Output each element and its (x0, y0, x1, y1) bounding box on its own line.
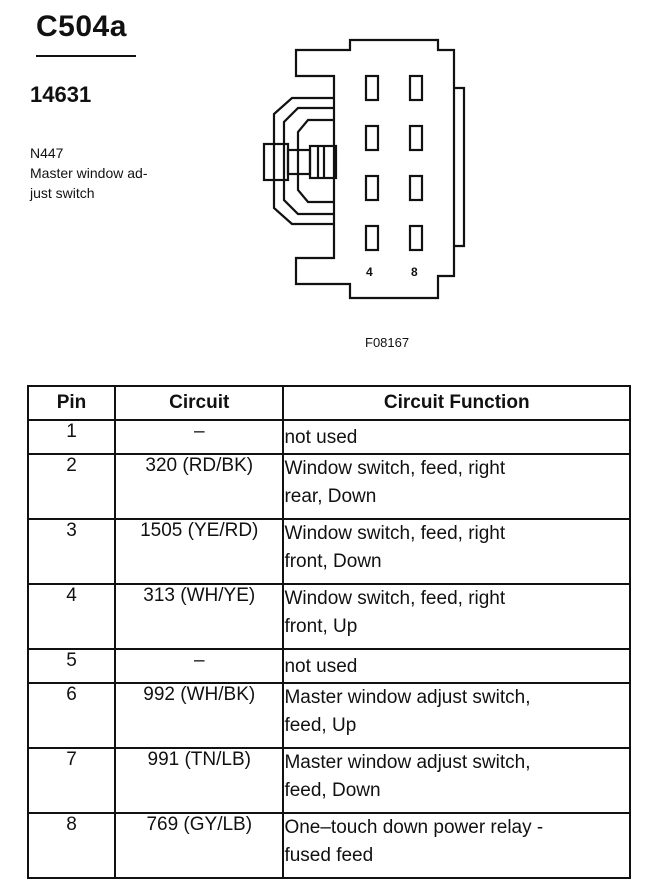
function-line: Window switch, feed, right (284, 458, 506, 479)
function-line: Master window adjust switch, (284, 687, 531, 708)
circuit-cell: 313 (WH/YE) (114, 583, 285, 650)
circuit-cell: 769 (GY/LB) (114, 812, 285, 879)
pin-cell: 1 (26, 419, 117, 455)
pin-cell: 5 (26, 648, 117, 684)
function-cell: not used (282, 648, 631, 684)
table-row: 4 313 (WH/YE) Window switch, feed, right… (26, 583, 631, 650)
header-circuit-function: Circuit Function (282, 385, 631, 421)
figure-code: F08167 (365, 335, 410, 350)
pin-label: 4 (366, 265, 373, 279)
function-line: Window switch, feed, right (284, 588, 506, 609)
pin-cell: 7 (26, 747, 117, 814)
description-line: just switch (30, 185, 95, 201)
function-cell: Window switch, feed, right front, Down (282, 518, 631, 585)
function-cell: Window switch, feed, right rear, Down (282, 453, 631, 520)
function-line: front, Up (284, 616, 358, 637)
function-line: not used (284, 427, 358, 448)
pin-cavity (364, 124, 380, 152)
function-cell: Master window adjust switch, feed, Down (282, 747, 631, 814)
table-row: 7 991 (TN/LB) Master window adjust switc… (26, 747, 631, 814)
circuit-cell: 320 (RD/BK) (114, 453, 285, 520)
function-line: feed, Up (284, 715, 357, 736)
circuit-cell: 991 (TN/LB) (114, 747, 285, 814)
pin-cavity (408, 224, 424, 252)
header-pin: Pin (26, 385, 117, 421)
table-row: 5 – not used (26, 648, 631, 684)
function-line: fused feed (284, 845, 374, 866)
table-row: 8 769 (GY/LB) One–touch down power relay… (26, 812, 631, 879)
function-line: Window switch, feed, right (284, 523, 506, 544)
pin-cavity (364, 174, 380, 202)
table-row: 1 – not used (26, 419, 631, 455)
connector-body (294, 38, 456, 300)
connector-face-diagram: 4 8 (262, 38, 466, 300)
description-line: N447 (30, 145, 64, 161)
pin-cell: 6 (26, 682, 117, 749)
function-line: not used (284, 656, 358, 677)
circuit-cell: – (114, 648, 285, 684)
function-line: Master window adjust switch, (284, 752, 531, 773)
pin-cell: 8 (26, 812, 117, 879)
circuit-cell: 992 (WH/BK) (114, 682, 285, 749)
table-row: 6 992 (WH/BK) Master window adjust switc… (26, 682, 631, 749)
connector-id: C504a (36, 10, 127, 43)
function-line: front, Down (284, 551, 382, 572)
function-cell: not used (282, 419, 631, 455)
pinout-table: Pin Circuit Circuit Function 1 – not use… (26, 385, 631, 879)
function-cell: Window switch, feed, right front, Up (282, 583, 631, 650)
part-number: 14631 (30, 82, 92, 107)
header-circuit: Circuit (114, 385, 285, 421)
function-cell: Master window adjust switch, feed, Up (282, 682, 631, 749)
table-row: 3 1505 (YE/RD) Window switch, feed, righ… (26, 518, 631, 585)
pin-cavity (408, 124, 424, 152)
pin-cell: 2 (26, 453, 117, 520)
pin-cell: 3 (26, 518, 117, 585)
function-line: rear, Down (284, 486, 377, 507)
description-line: Master window ad- (30, 165, 148, 181)
function-line: feed, Down (284, 780, 381, 801)
table-row: 2 320 (RD/BK) Window switch, feed, right… (26, 453, 631, 520)
pin-cavity (364, 74, 380, 102)
circuit-cell: 1505 (YE/RD) (114, 518, 285, 585)
pin-label: 8 (411, 265, 418, 279)
side-latch (454, 86, 466, 248)
table-header-row: Pin Circuit Circuit Function (26, 385, 631, 421)
title-underline (36, 55, 136, 57)
locking-tab (272, 96, 334, 226)
component-description: N447 Master window ad- just switch (30, 143, 190, 203)
circuit-cell: – (114, 419, 285, 455)
function-line: One–touch down power relay - (284, 817, 544, 838)
pin-cavity (408, 174, 424, 202)
pin-cavity (364, 224, 380, 252)
pin-cavity (408, 74, 424, 102)
function-cell: One–touch down power relay - fused feed (282, 812, 631, 879)
pin-cell: 4 (26, 583, 117, 650)
